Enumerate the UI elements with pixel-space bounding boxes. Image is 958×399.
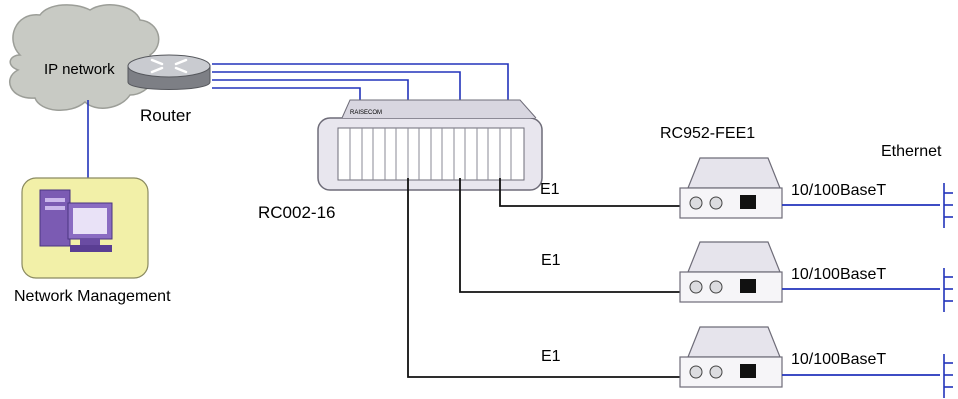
ethernet-bus [943,183,953,398]
e1-link-bot [407,178,680,378]
rc002-16-chassis: RAISECOM RC002-16 [258,99,543,222]
lan-label-bot: 10/100BaseT [791,351,886,368]
svg-text:RAISECOM: RAISECOM [350,110,382,116]
e1-label-top: E1 [540,181,560,198]
router-label: Router [140,106,191,125]
rc952-unit-mid [679,241,783,303]
lan-links [782,204,940,376]
e1-link-mid [459,178,680,293]
rc952-unit-bot [679,326,783,388]
e1-label-bot: E1 [541,348,561,365]
rc952-unit-top [679,157,783,219]
lan-label-mid: 10/100BaseT [791,266,886,283]
e1-links [407,178,680,378]
ethernet-label: Ethernet [881,143,942,160]
nms-label: Network Management [14,288,171,305]
cloud-label: IP network [44,61,115,78]
e1-label-mid: E1 [541,252,561,269]
ip-network-cloud: IP network [8,4,160,112]
rc002-label: RC002-16 [258,203,336,222]
router-icon: Router [127,54,211,125]
lan-label-top: 10/100BaseT [791,182,886,199]
network-management-station: Network Management [14,177,171,305]
rc952-label: RC952-FEE1 [660,125,755,142]
e1-link-top [499,178,680,207]
